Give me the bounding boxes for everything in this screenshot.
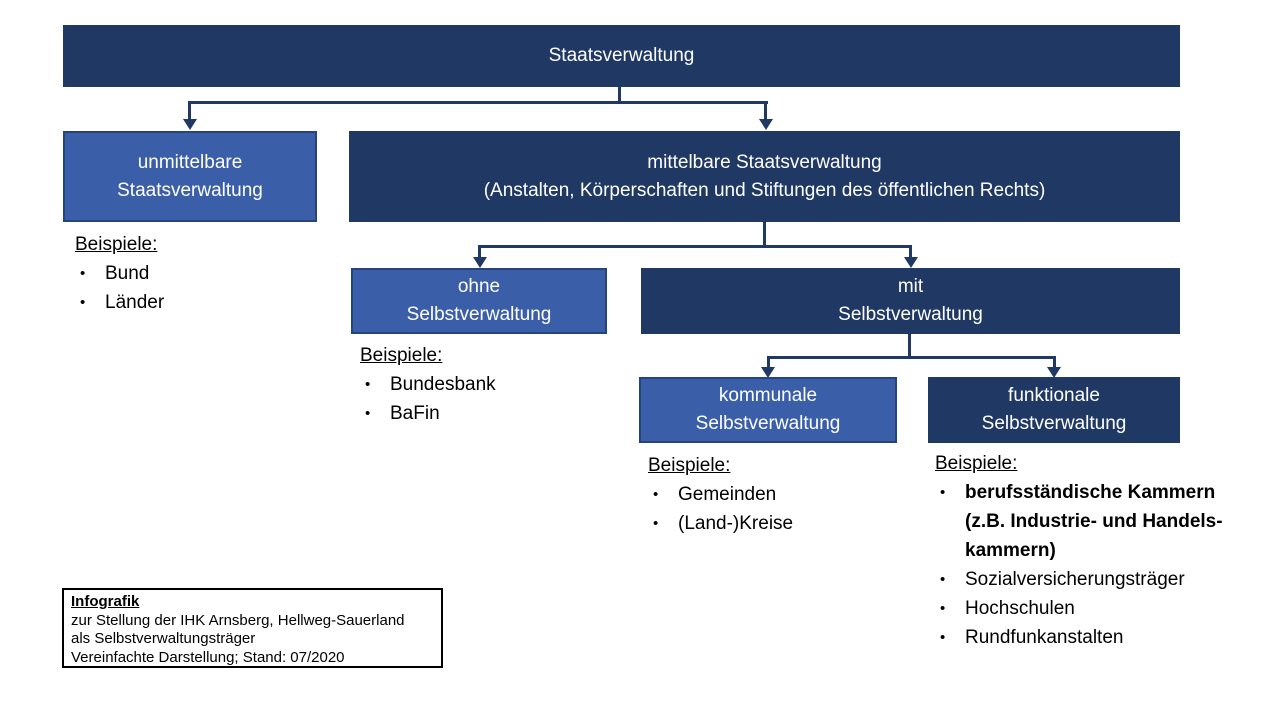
list-item-text: (Land-)Kreise xyxy=(678,513,794,534)
list-item-text: Rundfunkanstalten xyxy=(965,627,1124,648)
node-label-line: unmittelbare xyxy=(137,151,243,173)
list-item: • Länder xyxy=(75,288,164,317)
connector-line xyxy=(618,87,621,104)
examples-heading-text: Beispiele: xyxy=(935,453,1018,474)
arrow-down-icon xyxy=(1047,367,1061,378)
list-item-text: Gemeinden xyxy=(678,484,777,505)
node-funktionale-selbstverwaltung: funktionale Selbstverwaltung xyxy=(928,377,1180,443)
connector-line xyxy=(767,356,770,369)
node-label-line: Selbstverwaltung xyxy=(981,413,1127,434)
list-item-text: berufsständische Kammern xyxy=(965,482,1216,503)
infobox-title: Infografik xyxy=(71,593,140,610)
bullet-icon: • xyxy=(365,405,371,422)
examples-heading-text: Beispiele: xyxy=(360,345,443,366)
node-label-line: mittelbare Staatsverwaltung xyxy=(647,151,882,173)
node-staatsverwaltung-label: Staatsverwaltung xyxy=(548,45,695,66)
node-label-line: Selbstverwaltung xyxy=(838,304,983,325)
arrow-down-icon xyxy=(183,119,197,130)
list-item: • Gemeinden xyxy=(648,480,793,509)
connector-line xyxy=(188,101,768,104)
examples-heading: Beispiele: xyxy=(75,230,164,259)
list-item-text: (z.B. Industrie- und Handels- xyxy=(965,511,1223,532)
list-item: • (Land-)Kreise xyxy=(648,509,793,538)
infobox-line: Vereinfachte Darstellung; Stand: 07/2020 xyxy=(71,648,345,666)
connector-line xyxy=(478,245,912,248)
arrow-down-icon xyxy=(761,367,775,378)
arrow-down-icon xyxy=(473,257,487,268)
examples-unmittelbare: Beispiele: • Bund • Länder xyxy=(75,230,164,317)
bullet-icon: • xyxy=(653,515,659,532)
list-item-continuation: kammern) xyxy=(935,536,1223,565)
connector-line xyxy=(478,245,481,259)
examples-ohne-selbstverwaltung: Beispiele: • Bundesbank • BaFin xyxy=(360,341,496,428)
list-item: • Rundfunkanstalten xyxy=(935,623,1223,652)
node-label-line: mit xyxy=(897,276,924,297)
node-label-line: Selbstverwaltung xyxy=(406,304,552,325)
bullet-icon: • xyxy=(940,600,946,617)
node-label-line: kommunale xyxy=(718,385,818,406)
node-kommunale-selbstverwaltung: kommunale Selbstverwaltung xyxy=(639,377,897,443)
list-item-text: Bundesbank xyxy=(390,374,496,395)
list-item: • Hochschulen xyxy=(935,594,1223,623)
list-item-text: Sozialversicherungsträger xyxy=(965,569,1185,590)
node-label-line: Selbstverwaltung xyxy=(695,413,841,434)
bullet-icon: • xyxy=(653,486,659,503)
list-item: • Bundesbank xyxy=(360,370,496,399)
infobox-line: als Selbstverwaltungsträger xyxy=(71,630,256,647)
examples-funktionale: Beispiele: • berufsständische Kammern (z… xyxy=(935,449,1223,652)
list-item: • Sozialversicherungsträger xyxy=(935,565,1223,594)
node-staatsverwaltung: Staatsverwaltung xyxy=(63,25,1180,87)
examples-kommunale: Beispiele: • Gemeinden • (Land-)Kreise xyxy=(648,451,793,538)
list-item-text: Bund xyxy=(105,263,150,284)
bullet-icon: • xyxy=(365,376,371,393)
examples-heading-text: Beispiele: xyxy=(75,234,158,255)
node-unmittelbare-staatsverwaltung: unmittelbare Staatsverwaltung xyxy=(63,131,317,222)
node-label-line: (Anstalten, Körperschaften und Stiftunge… xyxy=(483,179,1046,201)
list-item: • BaFin xyxy=(360,399,496,428)
examples-heading-text: Beispiele: xyxy=(648,455,731,476)
arrow-down-icon xyxy=(904,257,918,268)
examples-heading: Beispiele: xyxy=(360,341,496,370)
list-item-text: Länder xyxy=(105,292,165,313)
connector-line xyxy=(763,222,766,248)
examples-heading: Beispiele: xyxy=(935,449,1223,478)
node-mit-selbstverwaltung: mit Selbstverwaltung xyxy=(641,268,1180,334)
list-item-text: Hochschulen xyxy=(965,598,1075,619)
connector-line xyxy=(908,334,911,359)
connector-line xyxy=(188,101,191,120)
arrow-down-icon xyxy=(759,119,773,130)
list-item-text: kammern) xyxy=(965,540,1056,561)
connector-line xyxy=(764,101,767,120)
node-label-line: funktionale xyxy=(1008,385,1100,406)
examples-heading: Beispiele: xyxy=(648,451,793,480)
infobox-source-note: Infografik zur Stellung der IHK Arnsberg… xyxy=(62,588,443,668)
bullet-icon: • xyxy=(80,294,86,311)
list-item-text: BaFin xyxy=(390,403,440,424)
connector-line xyxy=(1053,356,1056,369)
bullet-icon: • xyxy=(940,629,946,646)
node-mittelbare-staatsverwaltung: mittelbare Staatsverwaltung (Anstalten, … xyxy=(349,131,1180,222)
bullet-icon: • xyxy=(940,484,946,501)
connector-line xyxy=(767,356,1055,359)
list-item-continuation: (z.B. Industrie- und Handels- xyxy=(935,507,1223,536)
node-label-line: ohne xyxy=(457,276,501,297)
list-item: • berufsständische Kammern xyxy=(935,478,1223,507)
connector-line xyxy=(909,245,912,259)
bullet-icon: • xyxy=(80,265,86,282)
node-label-line: Staatsverwaltung xyxy=(117,179,263,201)
list-item: • Bund xyxy=(75,259,164,288)
bullet-icon: • xyxy=(940,571,946,588)
infobox-line: zur Stellung der IHK Arnsberg, Hellweg-S… xyxy=(71,611,405,629)
node-ohne-selbstverwaltung: ohne Selbstverwaltung xyxy=(351,268,607,334)
